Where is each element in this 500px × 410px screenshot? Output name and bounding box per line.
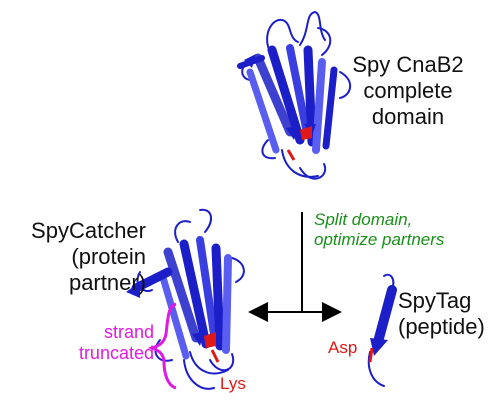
- spytag-asp-residue: [368, 347, 374, 363]
- split-step-line2: optimize partners: [314, 230, 445, 250]
- split-step-line1: Split domain,: [314, 210, 413, 229]
- spytag-label: SpyTag (peptide): [398, 288, 485, 340]
- lys-label: Lys: [220, 374, 246, 393]
- spycatcher-strand-arrowheads: [126, 282, 204, 346]
- spytag-label-line1: SpyTag: [398, 288, 472, 313]
- spytag-structure: [367, 273, 397, 387]
- truncated-label-line2: truncated: [78, 343, 154, 364]
- spycatcher-label-line1: SpyCatcher: [31, 218, 146, 243]
- split-step-label: Split domain, optimize partners: [314, 210, 444, 250]
- spycatcher-label-line3: partner): [68, 269, 146, 295]
- cnab2-label: Spy CnaB2 complete domain: [328, 52, 488, 130]
- cnab2-label-line2: complete: [363, 77, 453, 103]
- spytag-label-line2: (peptide): [398, 313, 485, 339]
- spycatcher-structure: [131, 208, 245, 390]
- truncated-label-line1: strand: [103, 322, 154, 342]
- spycatcher-label-line2: (protein: [71, 243, 146, 269]
- truncation-bracket: [147, 302, 177, 390]
- cnab2-isopeptide-residues: [286, 126, 312, 161]
- split-arrow: [248, 212, 342, 322]
- asp-label: Asp: [328, 338, 358, 357]
- spycatcher-lys-residue: [204, 332, 220, 363]
- cnab2-label-line3: domain: [371, 103, 445, 129]
- cnab2-label-line1: Spy CnaB2: [352, 52, 464, 77]
- spytag-arrowhead: [370, 338, 388, 356]
- spycatcher-label: SpyCatcher (protein partner): [4, 218, 146, 296]
- truncated-label: strand truncated: [60, 322, 154, 364]
- cnab2-complete-structure: [237, 10, 352, 180]
